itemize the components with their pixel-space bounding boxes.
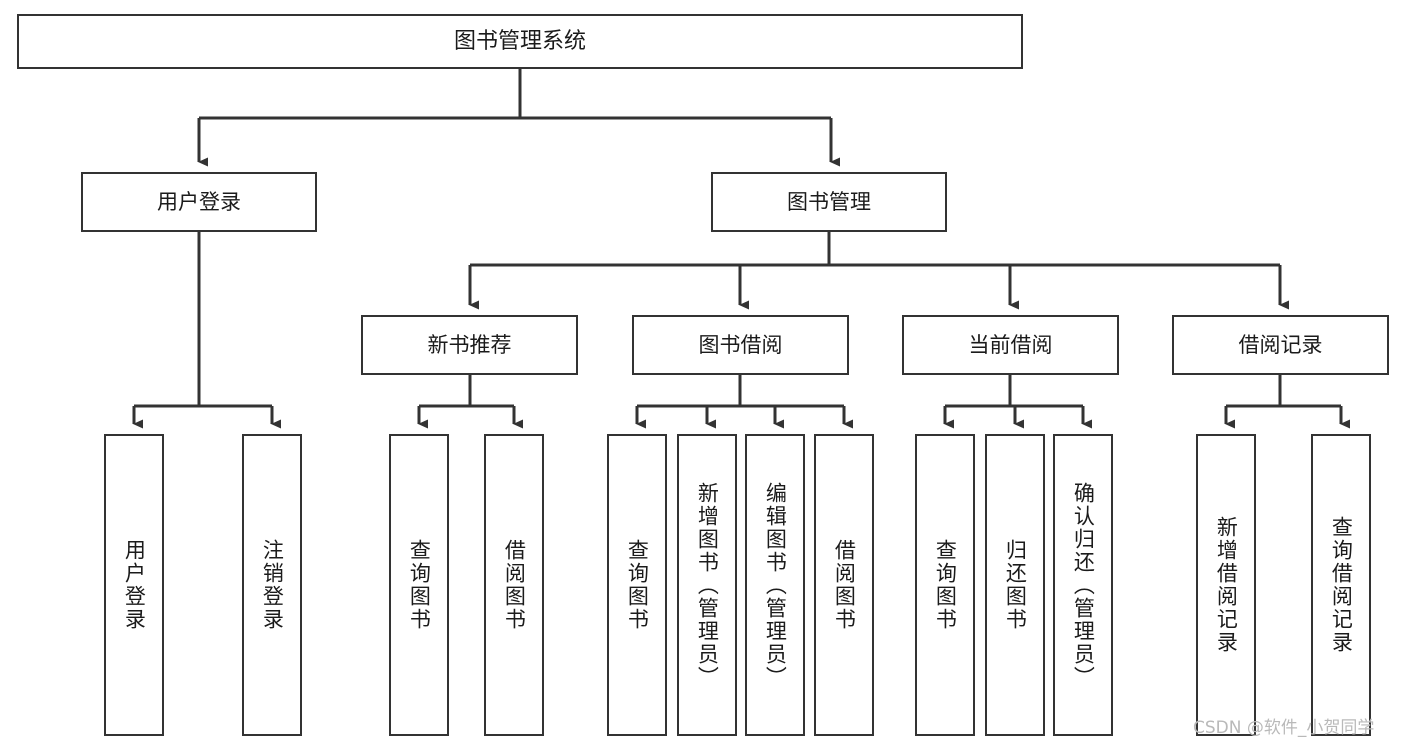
- node-leaf-add-borrow-record[interactable]: 新增借阅记录: [1196, 434, 1256, 736]
- node-root-label: 图书管理系统: [453, 28, 586, 54]
- node-current-borrow-label: 当前借阅: [968, 332, 1053, 357]
- node-leaf-logout-label: 注销登录: [260, 539, 285, 631]
- node-current-borrow[interactable]: 当前借阅: [902, 315, 1119, 375]
- connector-bookborrow-to-leaves: [635, 375, 853, 429]
- node-book-management-label: 图书管理: [787, 189, 871, 214]
- node-user-login-label: 用户登录: [157, 189, 241, 214]
- node-book-borrow-label: 图书借阅: [698, 332, 783, 357]
- connector-bookmgmt-to-level3: [468, 232, 1289, 310]
- node-leaf-borrow-book-label: 借阅图书: [832, 539, 857, 631]
- node-book-management[interactable]: 图书管理: [711, 172, 947, 232]
- connector-currentborrow-to-leaves: [943, 375, 1092, 429]
- node-root[interactable]: 图书管理系统: [17, 14, 1023, 69]
- node-leaf-return-book-label: 归还图书: [1003, 539, 1028, 631]
- node-leaf-edit-book[interactable]: 编辑图书（管理员）: [745, 434, 805, 736]
- connector-newbook-to-leaves: [417, 375, 523, 429]
- connector-root-to-level2: [197, 69, 840, 167]
- node-leaf-query-book-borrow-label: 查询图书: [625, 539, 650, 631]
- node-leaf-edit-book-label: 编辑图书（管理员）: [763, 481, 788, 689]
- node-leaf-query-book-rec-label: 查询图书: [407, 539, 432, 631]
- node-leaf-query-borrow-record[interactable]: 查询借阅记录: [1311, 434, 1371, 736]
- node-leaf-confirm-return-label: 确认归还（管理员）: [1071, 481, 1096, 689]
- connector-userlogin-to-leaves: [132, 232, 281, 429]
- connector-borrowrecord-to-leaves: [1224, 375, 1350, 429]
- node-user-login[interactable]: 用户登录: [81, 172, 317, 232]
- node-borrow-record-label: 借阅记录: [1238, 332, 1323, 357]
- node-leaf-user-login-label: 用户登录: [122, 539, 147, 631]
- node-leaf-borrow-book-rec-label: 借阅图书: [502, 539, 527, 631]
- node-leaf-add-book[interactable]: 新增图书（管理员）: [677, 434, 737, 736]
- node-leaf-add-borrow-record-label: 新增借阅记录: [1214, 516, 1239, 654]
- node-leaf-query-book-cur[interactable]: 查询图书: [915, 434, 975, 736]
- node-borrow-record[interactable]: 借阅记录: [1172, 315, 1389, 375]
- node-leaf-query-book-borrow[interactable]: 查询图书: [607, 434, 667, 736]
- node-leaf-return-book[interactable]: 归还图书: [985, 434, 1045, 736]
- node-leaf-add-book-label: 新增图书（管理员）: [695, 481, 720, 689]
- node-leaf-confirm-return[interactable]: 确认归还（管理员）: [1053, 434, 1113, 736]
- node-leaf-query-book-rec[interactable]: 查询图书: [389, 434, 449, 736]
- csdn-watermark: CSDN @软件_小贺同学: [1193, 718, 1375, 738]
- node-leaf-borrow-book-rec[interactable]: 借阅图书: [484, 434, 544, 736]
- node-leaf-query-book-cur-label: 查询图书: [933, 539, 958, 631]
- node-new-book-recommend-label: 新书推荐: [427, 332, 512, 357]
- node-leaf-user-login[interactable]: 用户登录: [104, 434, 164, 736]
- node-leaf-query-borrow-record-label: 查询借阅记录: [1329, 516, 1354, 654]
- node-new-book-recommend[interactable]: 新书推荐: [361, 315, 578, 375]
- node-book-borrow[interactable]: 图书借阅: [632, 315, 849, 375]
- node-leaf-borrow-book[interactable]: 借阅图书: [814, 434, 874, 736]
- node-leaf-logout[interactable]: 注销登录: [242, 434, 302, 736]
